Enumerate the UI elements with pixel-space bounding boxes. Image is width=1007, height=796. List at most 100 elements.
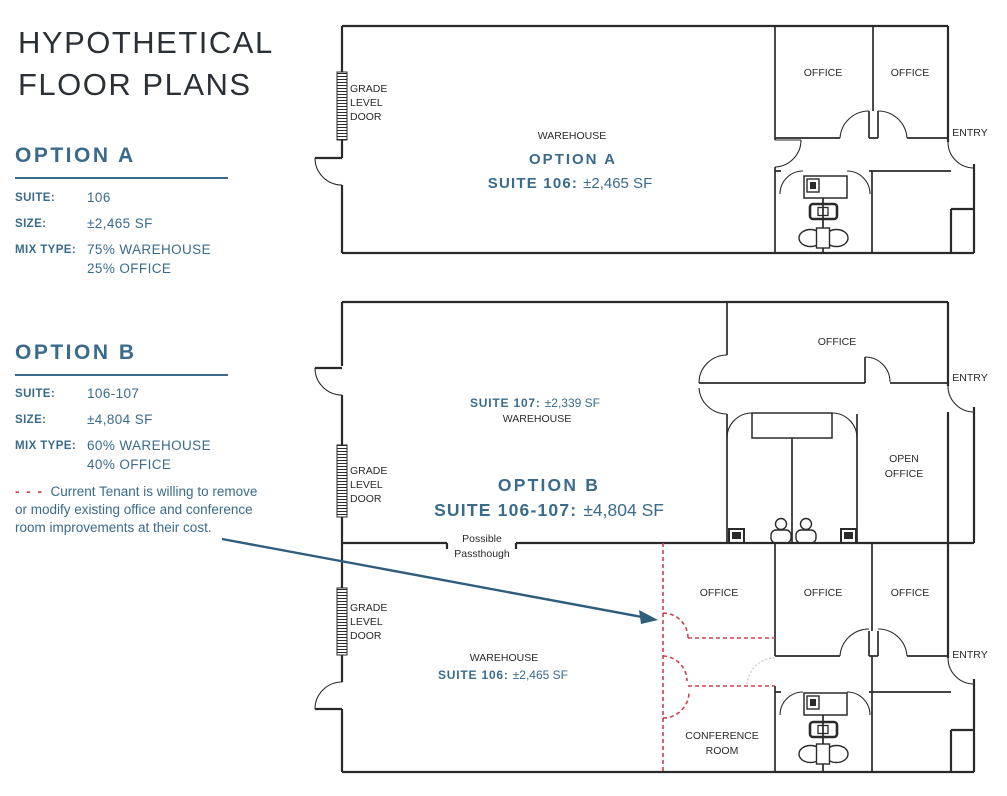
conference-room-label: CONFERENCE [685,730,759,742]
sink-icon [840,528,857,544]
sink-bowl-icon [844,532,853,539]
suite-label: SUITE: [15,388,56,400]
toilet-tank-icon [817,206,829,217]
plan-a-walls [315,24,976,255]
tenant-note-line1: - - - Current Tenant is willing to remove [15,483,277,501]
plan-a-floorplan: GRADE LEVEL DOOR WAREHOUSE OPTION A SUIT… [314,24,988,255]
toilet-icon [774,517,788,531]
plan-b-lower-grade-level-door [336,587,348,656]
page-title-line2: FLOOR PLANS [18,67,252,102]
plan-a-labels: GRADE LEVEL DOOR WAREHOUSE OPTION A SUIT… [350,67,988,192]
grade-door-label: DOOR [350,111,382,123]
office-label: OFFICE [891,67,930,79]
toilet-icon [808,202,839,221]
office-label: OFFICE [818,336,857,348]
tenant-note-line3: room improvements at their cost. [15,520,212,535]
grade-door-label: LEVEL [350,616,383,628]
suite-106-size: SUITE 106: ±2,465 SF [438,668,568,682]
grade-door-label: DOOR [350,630,382,642]
suite-number: SUITE 106: [488,175,578,192]
mix-office: 25% OFFICE [87,261,172,276]
toilet-icon [795,529,817,544]
existing-door-faint-arc [746,657,776,687]
office-label: OFFICE [804,67,843,79]
note-text: Current Tenant is willing to remove [50,484,258,499]
plan-b-lower-restroom-fixtures [798,692,849,765]
suite-number: SUITE 106: [438,668,509,682]
basin-divider-icon [815,227,831,249]
entry-label: ENTRY [952,649,987,661]
open-office-label: OPEN [889,453,919,465]
option-a-heading: OPTION A [15,144,136,167]
sink-counter [803,692,848,716]
toilet-icon [808,720,839,739]
page-title: HYPOTHETICAL FLOOR PLANS [18,22,274,106]
suite-area: ±2,339 SF [545,396,600,410]
passthrough-label: Possible [462,533,502,545]
office-label: OFFICE [804,587,843,599]
toilet-icon [799,517,813,531]
plan-b-door-arcs [314,354,975,716]
toilet-tank-icon [817,724,829,735]
office-label: OFFICE [891,587,930,599]
suite-number: SUITE 106-107: [434,500,577,520]
plan-b-floorplan: SUITE 107: ±2,339 SF WAREHOUSE GRADE LEVE… [314,300,988,774]
toilet-icon [770,529,792,544]
option-a-specs: SUITE: 106 SIZE: ±2,465 SF MIX TYPE: 75%… [15,190,295,280]
office-label: OFFICE [700,587,739,599]
grade-door-label: GRADE [350,602,387,614]
plan-a-suite-size: SUITE 106: ±2,465 SF [488,175,652,192]
suite-area: ±2,465 SF [513,668,568,682]
sink-icon [806,178,820,193]
suite-value: 106 [87,190,111,205]
removable-improvements-dashed [662,543,775,772]
sink-bowl-icon [732,532,741,539]
page-title-line1: HYPOTHETICAL [18,25,274,60]
grade-door-label: LEVEL [350,97,383,109]
sink-counter [803,175,848,199]
warehouse-label: WAREHOUSE [470,652,538,664]
arrowhead-icon [639,610,658,624]
suite-value: 106-107 [87,386,140,401]
plan-a-restroom-fixtures [798,175,849,249]
size-value: ±2,465 SF [87,216,153,231]
size-label: SIZE: [15,218,47,230]
plan-b-suite-size: SUITE 106-107:±4,804 SF [434,500,664,520]
mix-type-value: 75% WAREHOUSE 25% OFFICE [87,242,295,280]
basin-divider-icon [815,743,831,765]
option-b-heading: OPTION B [15,341,137,364]
grade-door-label: GRADE [350,465,387,477]
suite-label: SUITE: [15,192,56,204]
mix-office: 40% OFFICE [87,457,172,472]
note-leader-arrow [221,537,658,624]
warehouse-label: WAREHOUSE [503,413,571,425]
conference-room-label: ROOM [706,745,739,757]
suite-area: ±2,465 SF [583,175,652,192]
plan-b-upper-restroom-fixtures [728,517,857,544]
sink-icon [728,528,745,544]
mix-warehouse: 60% WAREHOUSE [87,438,211,453]
entry-label: ENTRY [952,127,987,139]
mix-type-label: MIX TYPE: [15,440,77,452]
restroom-counter [751,412,833,439]
grade-door-label: GRADE [350,83,387,95]
red-dash-legend-icon: - - - [15,484,44,499]
plan-a-grade-level-door [336,71,348,141]
entry-label: ENTRY [952,372,987,384]
plan-b-upper-grade-level-door [336,444,348,518]
mix-type-value: 60% WAREHOUSE 40% OFFICE [87,438,295,476]
suite-number: SUITE 107: [470,396,541,410]
sink-bowl-icon [810,699,816,706]
grade-door-label: LEVEL [350,479,383,491]
sink-icon [806,695,820,710]
mix-warehouse: 75% WAREHOUSE [87,242,211,257]
option-a-rule [15,177,228,179]
suite-107-size: SUITE 107: ±2,339 SF [470,396,600,410]
passthrough-label: Passthough [454,548,510,560]
option-b-rule [15,374,228,376]
sink-bowl-icon [810,182,816,189]
tenant-note: - - - Current Tenant is willing to remove… [15,483,277,537]
plan-a-option-title: OPTION A [529,151,617,168]
